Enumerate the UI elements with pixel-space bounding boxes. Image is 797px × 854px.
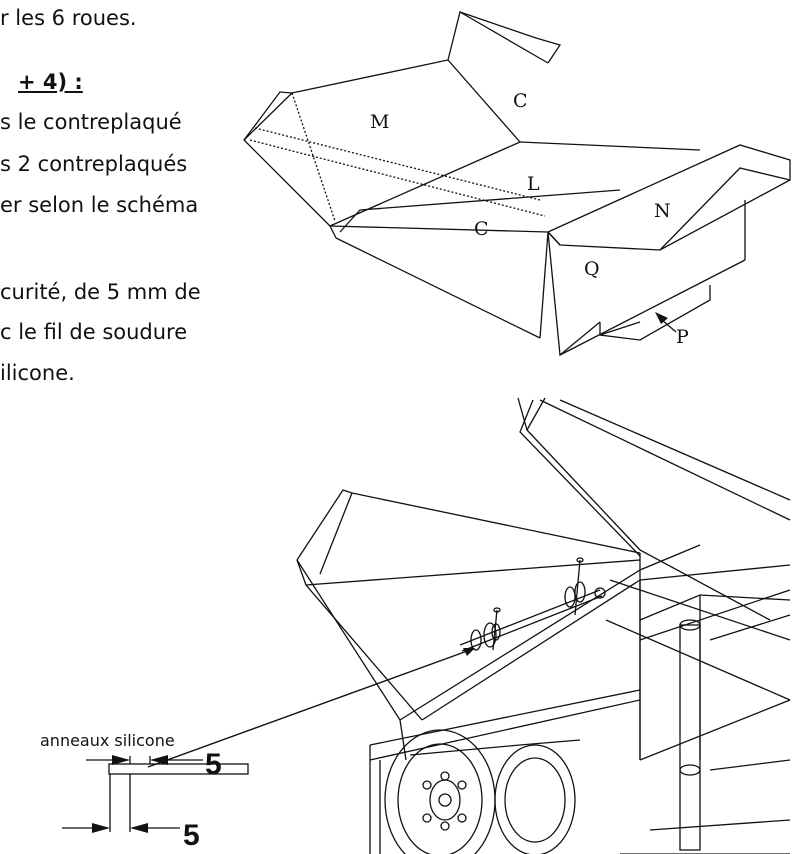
arrow-p: [655, 312, 677, 333]
text-line-3: s le contreplaqué: [0, 110, 182, 134]
dim-arrow-3: [92, 823, 110, 833]
figure-2-chassis: [296, 397, 791, 854]
dim-arrow-4: [130, 823, 148, 833]
text-line-1: r les 6 roues.: [0, 6, 137, 30]
label-c-bottom: C: [474, 218, 489, 240]
text-line-4: s 2 contreplaqués: [0, 152, 188, 176]
label-q: Q: [584, 258, 600, 280]
text-line-7: c le fil de soudure: [0, 320, 188, 344]
label-l: L: [527, 173, 540, 195]
dimension-5-bottom: 5: [183, 819, 200, 852]
text-line-5: er selon le schéma: [0, 193, 199, 217]
callout-leader: [147, 649, 471, 768]
dim-arrow-1: [112, 755, 130, 765]
label-p: P: [676, 326, 689, 348]
label-n: N: [654, 200, 671, 222]
text-line-6: curité, de 5 mm de: [0, 280, 201, 304]
callout-arrowhead: [463, 648, 475, 656]
callout-label-anneaux-silicone: anneaux silicone: [40, 731, 175, 750]
section-heading: + 4) :: [18, 70, 83, 94]
text-line-8: ilicone.: [0, 361, 75, 385]
dimension-5-top: 5: [205, 748, 222, 781]
figure-1-box-assembly: [243, 11, 791, 357]
label-c-top: C: [513, 90, 528, 112]
label-m: M: [370, 111, 389, 133]
dim-arrow-2: [150, 755, 168, 765]
